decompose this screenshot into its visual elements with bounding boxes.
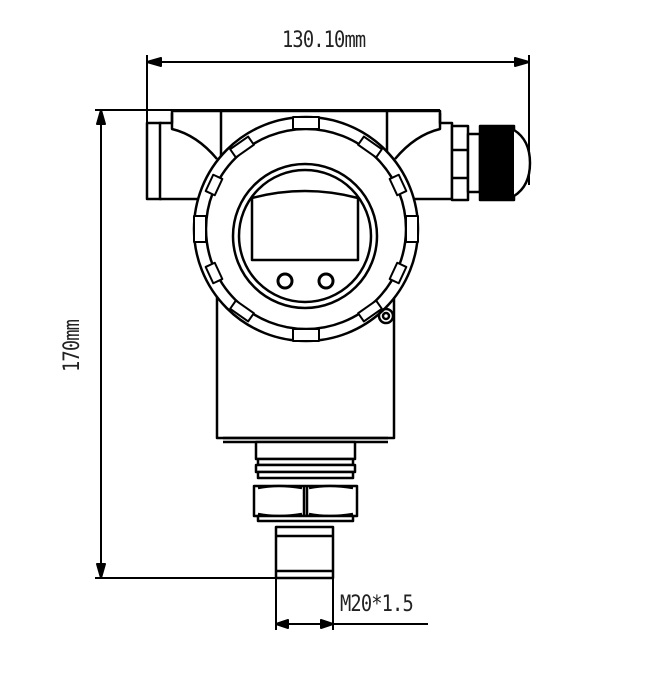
height-dimension <box>95 109 440 579</box>
button-right <box>317 272 335 290</box>
cable-gland <box>450 124 532 202</box>
thread-dimension-label: M20*1.5 <box>340 592 414 617</box>
display-cover <box>192 115 420 343</box>
process-connection <box>252 440 359 580</box>
lcd-screen <box>250 189 360 262</box>
height-dimension-label: 170mm <box>60 319 85 372</box>
button-left <box>276 272 294 290</box>
width-dimension-label: 130.10mm <box>282 28 366 53</box>
thread-dimension <box>275 578 428 630</box>
locking-screw <box>377 307 395 325</box>
cover-notches <box>193 116 419 342</box>
